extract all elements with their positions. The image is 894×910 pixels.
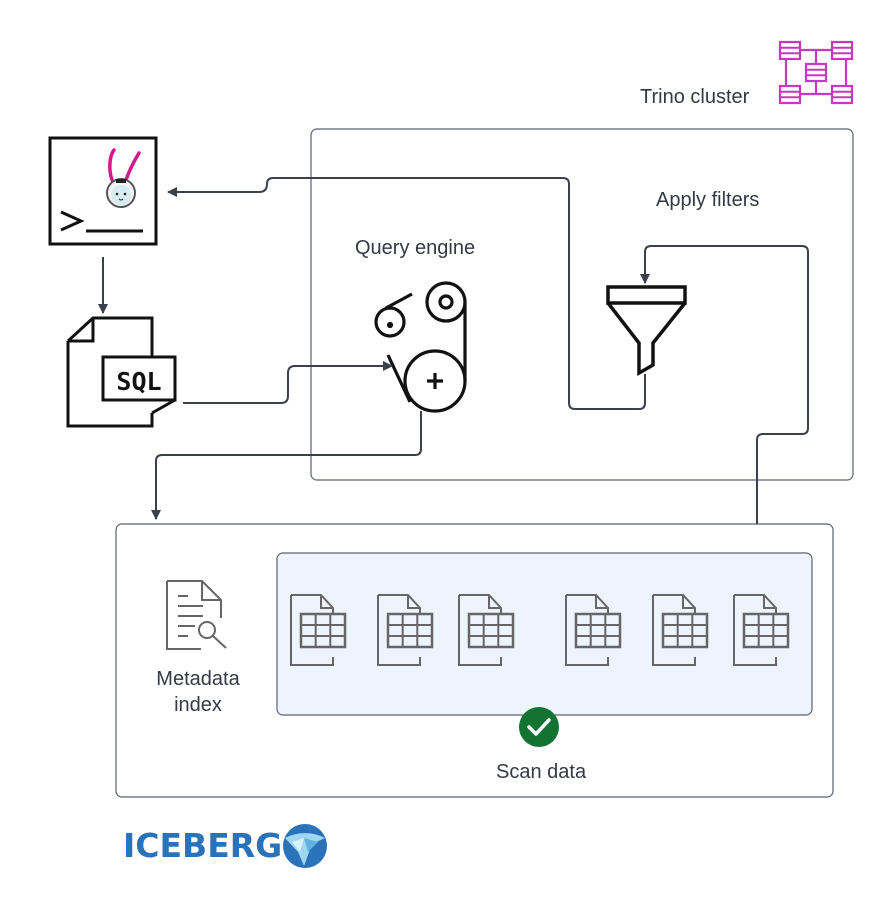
check-circle-icon: [519, 707, 559, 747]
terminal-bunny-icon[interactable]: [48, 136, 158, 246]
edge-filters-to-cli: [167, 177, 646, 410]
iceberg-logo-text: ICEBERG: [123, 826, 283, 865]
gears-icon[interactable]: [374, 281, 467, 413]
query-engine-label: Query engine: [355, 237, 476, 259]
apply-filters-label: Apply filters: [656, 189, 760, 211]
iceberg-storage-boundary: [115, 523, 834, 798]
edge-scan-to-filters: [640, 245, 809, 524]
trino-cluster-boundary: [310, 128, 854, 481]
edge-sql-to-query-engine: [183, 361, 393, 404]
iceberg-logo-icon: [283, 824, 327, 868]
document-search-icon: [166, 580, 227, 650]
metadata-index-label-line1: Metadata: [156, 668, 240, 690]
sql-badge-text: SQL: [116, 367, 161, 396]
cluster-label: Trino cluster: [640, 86, 750, 108]
scan-data-label: Scan data: [496, 761, 587, 783]
cluster-icon: [778, 40, 854, 105]
edge-query-engine-to-metadata: [151, 411, 422, 520]
scan-data-panel: [276, 552, 813, 716]
metadata-index-label-line2: index: [174, 694, 222, 716]
sql-file-icon[interactable]: [66, 316, 177, 428]
funnel-icon[interactable]: [606, 285, 687, 377]
